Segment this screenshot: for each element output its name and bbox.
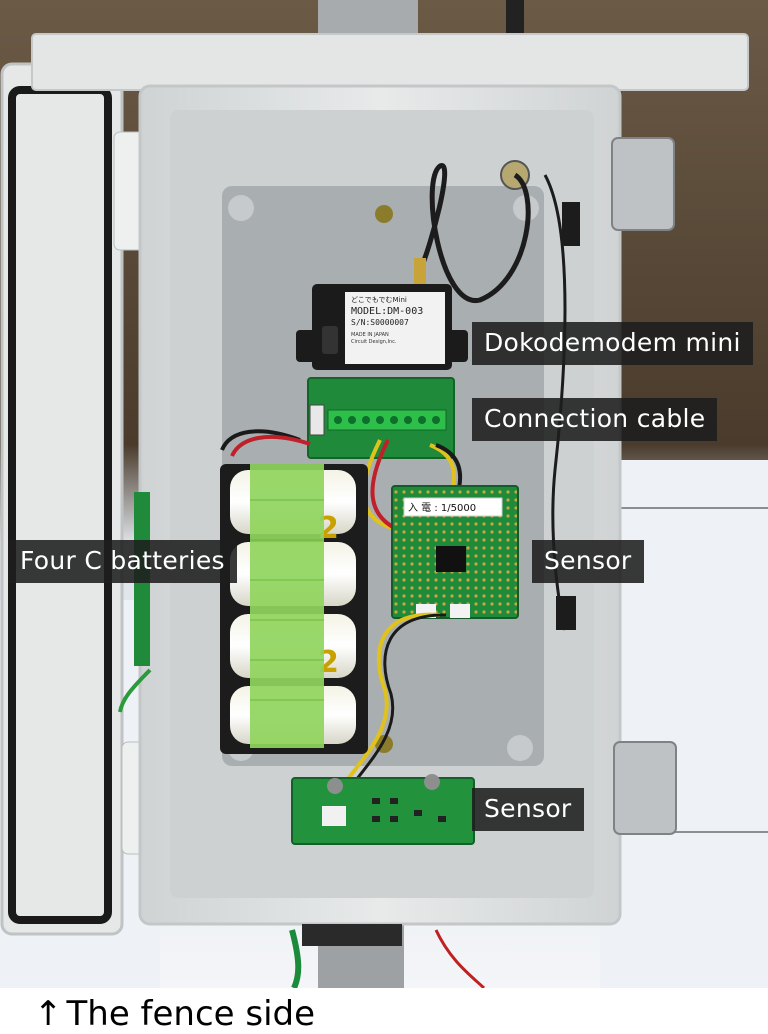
svg-text:どこでもでむMini: どこでもでむMini bbox=[351, 296, 407, 304]
modem-madein-text: MADE IN JAPAN bbox=[351, 332, 389, 338]
label-sensor-bottom: Sensor bbox=[472, 788, 584, 831]
label-sensor-right: Sensor bbox=[532, 540, 644, 583]
label-connection-cable: Connection cable bbox=[472, 398, 718, 441]
label-batteries: Four C batteries bbox=[8, 540, 237, 583]
sensor-board-label: 入 電 : 1/5000 bbox=[408, 502, 476, 514]
label-dokodemodem: Dokodemodem mini bbox=[472, 322, 753, 365]
modem-model-text: MODEL:DM-003 bbox=[351, 306, 423, 317]
caption-text: The fence side bbox=[66, 994, 316, 1034]
up-arrow-icon: ↑ bbox=[34, 994, 63, 1034]
modem-maker-text: Circuit Design,Inc. bbox=[351, 339, 397, 345]
modem-serial-text: S/N:S0000007 bbox=[351, 318, 409, 327]
caption: ↑The fence side bbox=[34, 994, 315, 1034]
enclosure-photo: どこでもでむMini MODEL:DM-003 S/N:S0000007 MAD… bbox=[0, 0, 768, 988]
